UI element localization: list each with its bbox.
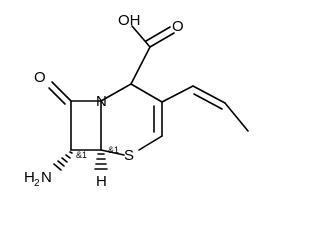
bond-cooh-o-double-a	[149, 32, 175, 48]
bond-cb-ch3	[224, 102, 249, 132]
ring-sulfur-label: S	[124, 147, 134, 164]
bond-c3-ca	[161, 85, 194, 103]
oxygen-acid-label: O	[172, 18, 184, 35]
bridge-hydrogen-label: H	[96, 173, 107, 190]
amine-subscript-label: 2	[34, 178, 40, 189]
bond-s-c6	[100, 149, 125, 156]
bond-c2-ccooh	[130, 46, 151, 85]
ring-nitrogen-label: N	[96, 93, 107, 110]
molecule-structure: O O OH N S H 2 N H &1 &1	[24, 12, 249, 190]
bond-ca-cb-inner	[193, 93, 223, 110]
stereo-label-c6: &1	[108, 145, 119, 155]
hashed-wedge-amine	[53, 151, 73, 171]
hydroxyl-label: OH	[118, 12, 141, 29]
bond-cooh-oh	[131, 25, 151, 48]
amine-h-label: H	[24, 169, 35, 186]
amine-n-label: N	[41, 169, 52, 186]
bond-cooh-o-double-b	[145, 26, 171, 42]
bond-c8-o-double-b	[48, 87, 66, 105]
bond-n1-c2	[100, 83, 132, 102]
stereo-label-c7: &1	[76, 150, 87, 160]
bond-c4-s	[138, 135, 163, 151]
hashed-wedge-bridge-h	[94, 153, 108, 170]
oxygen-carbonyl-label: O	[34, 69, 46, 86]
bond-ca-cb	[192, 85, 226, 104]
bond-c2-c3	[130, 83, 163, 103]
bond-c8-o-double-a	[51, 81, 72, 102]
